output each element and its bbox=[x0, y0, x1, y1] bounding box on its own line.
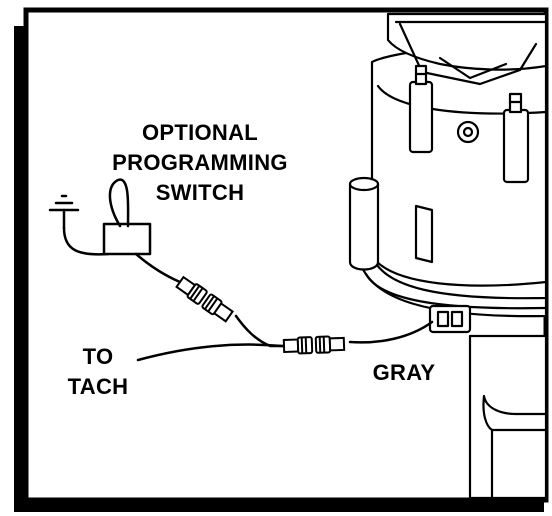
cap-clip bbox=[414, 204, 434, 264]
connector-lower bbox=[282, 335, 346, 355]
tach-wire bbox=[136, 343, 284, 362]
switch-label-line2: PROGRAMMING bbox=[112, 150, 288, 175]
distributor-shaft-collar bbox=[482, 394, 548, 500]
switch-toggle-loop bbox=[108, 178, 130, 228]
ground-symbol bbox=[48, 194, 80, 230]
switch-wire bbox=[134, 252, 182, 284]
switch-body bbox=[102, 222, 152, 256]
tach-label-line2: TACH bbox=[68, 374, 129, 399]
gray-wire bbox=[348, 320, 434, 344]
inline-connectors bbox=[175, 275, 346, 355]
plug-tower-left bbox=[408, 64, 434, 154]
switch-label-line1: OPTIONAL bbox=[142, 120, 258, 145]
tach-label-line1: TO bbox=[83, 344, 114, 369]
wiring bbox=[48, 178, 434, 362]
connector-upper bbox=[175, 275, 234, 323]
labels: OPTIONAL PROGRAMMING SWITCH TO TACH GRAY bbox=[68, 120, 436, 399]
side-cylinder bbox=[348, 182, 380, 271]
distributor-connector bbox=[428, 304, 472, 334]
gray-wire-label: GRAY bbox=[373, 360, 436, 385]
plug-tower-right bbox=[502, 92, 530, 184]
switch-label-line3: SWITCH bbox=[156, 180, 245, 205]
cap-top bbox=[386, 12, 548, 71]
distributor bbox=[348, 12, 548, 500]
